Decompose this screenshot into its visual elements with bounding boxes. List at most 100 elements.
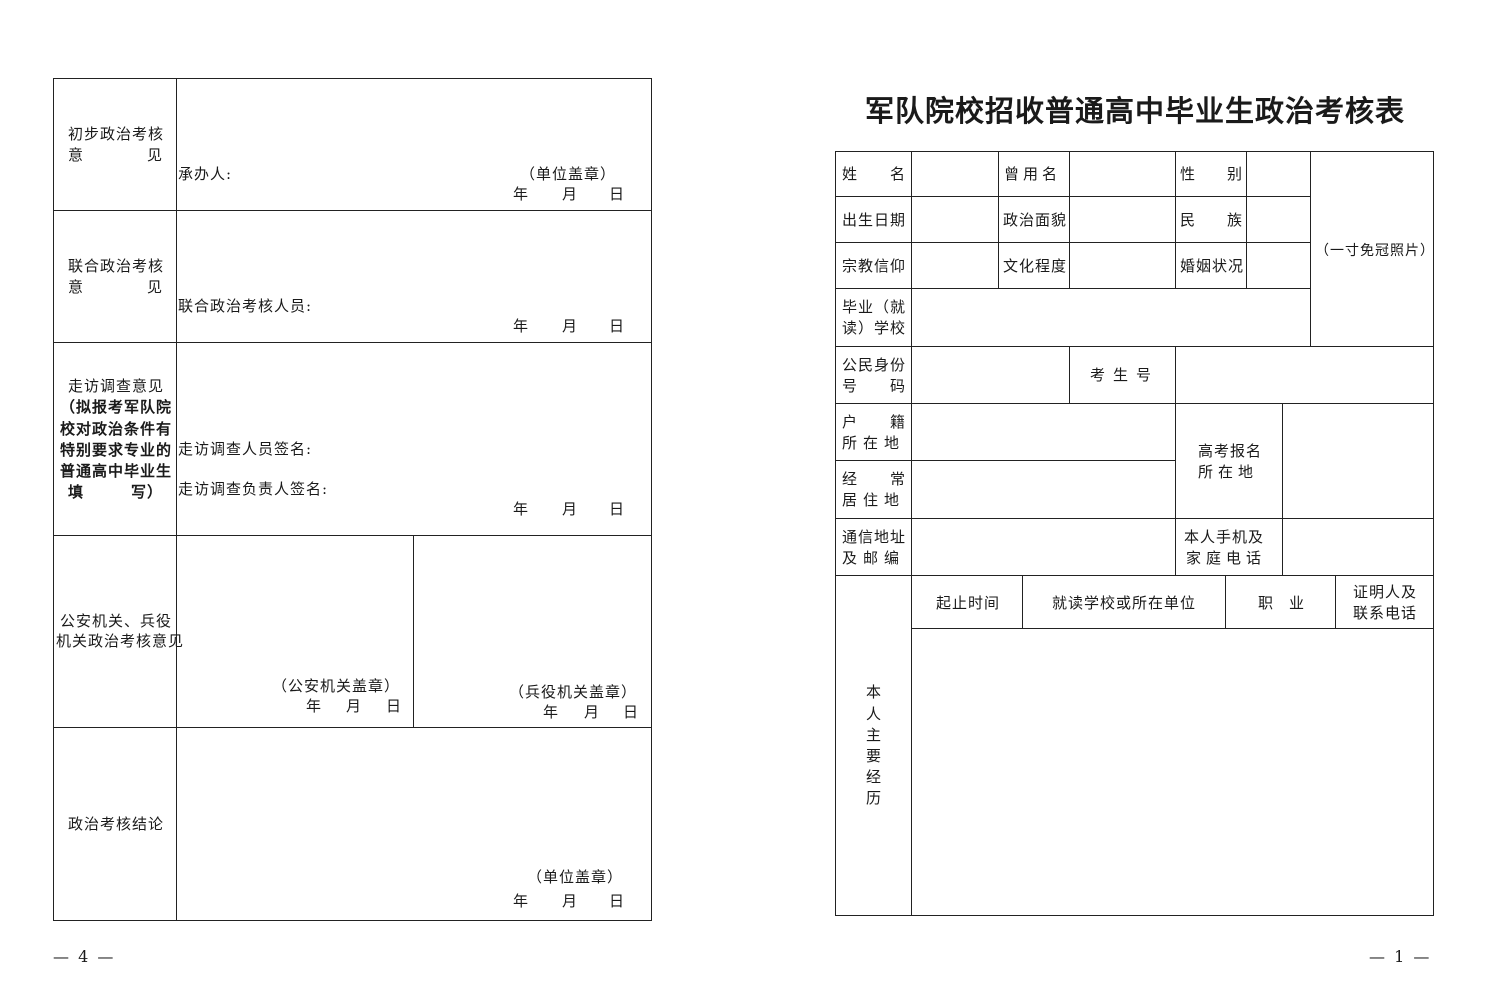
household-label-ji: 籍 xyxy=(890,413,907,431)
form-title: 军队院校招收普通高中毕业生政治考核表 xyxy=(864,94,1405,128)
id-number-label-ma: 码 xyxy=(890,377,907,395)
address-label: 通信地址 xyxy=(842,528,907,546)
grid-line xyxy=(835,196,1311,197)
initial-review-label-jian: 见 xyxy=(147,146,164,164)
history-side-label: 要 xyxy=(866,747,883,765)
grid-line xyxy=(998,151,999,288)
visit-leader-label: 走访调查负责人签名: xyxy=(178,480,329,498)
police-military-divider xyxy=(413,535,414,727)
exam-location-label: 高考报名 xyxy=(1198,442,1263,460)
name-label-ming: 名 xyxy=(890,165,907,183)
history-side-label: 人 xyxy=(866,705,883,723)
date-year: 年 xyxy=(513,317,530,335)
phone-label: 本人手机及 xyxy=(1184,528,1265,546)
visit-note-line: （拟报考军队院 xyxy=(60,398,173,416)
grid-line xyxy=(1175,346,1176,403)
household-label-2: 所在地 xyxy=(842,434,906,452)
history-col-period: 起止时间 xyxy=(936,594,1001,612)
history-side-label: 本 xyxy=(866,683,883,701)
ethnicity-label-min: 民 xyxy=(1180,211,1197,229)
unit-seal-label: （单位盖章） xyxy=(520,165,617,183)
joint-staff-label: 联合政治考核人员: xyxy=(178,297,313,315)
row-divider xyxy=(53,727,652,728)
page-number: — 1 — xyxy=(1369,947,1432,966)
date-month: 月 xyxy=(346,697,363,715)
school-label-2: 读）学校 xyxy=(842,319,907,337)
grid-line xyxy=(1310,151,1311,346)
history-col-occupation-ye: 业 xyxy=(1289,594,1306,612)
page-number: — 4 — xyxy=(53,947,116,966)
history-col-occupation-zhi: 职 xyxy=(1258,594,1275,612)
date-year: 年 xyxy=(513,185,530,203)
grid-line xyxy=(1335,575,1336,628)
police-military-label: 公安机关、兵役 xyxy=(60,612,173,630)
date-month: 月 xyxy=(562,185,579,203)
name-label-xing: 姓 xyxy=(842,165,859,183)
ethnicity-label-zu: 族 xyxy=(1227,211,1244,229)
grid-line xyxy=(1175,403,1176,575)
grid-line xyxy=(1069,346,1070,403)
joint-review-label: 联合政治考核 xyxy=(68,257,165,275)
row-divider xyxy=(53,535,652,536)
birth-date-label: 出生日期 xyxy=(842,211,907,229)
grid-line xyxy=(911,628,1434,629)
joint-review-label-jian: 见 xyxy=(147,278,164,296)
date-month: 月 xyxy=(584,703,601,721)
date-month: 月 xyxy=(562,317,579,335)
date-day: 日 xyxy=(623,703,640,721)
right-form-border xyxy=(835,151,1434,916)
marital-status-label: 婚姻状况 xyxy=(1180,257,1245,275)
history-col-witness: 证明人及 xyxy=(1353,583,1418,601)
grid-line xyxy=(1069,151,1070,288)
history-col-school: 就读学校或所在单位 xyxy=(1052,594,1197,612)
school-label: 毕业（就 xyxy=(842,298,907,316)
grid-line xyxy=(835,518,1434,519)
gender-label-xing: 性 xyxy=(1180,165,1197,183)
grid-line xyxy=(835,288,1311,289)
exam-location-label-2: 所在地 xyxy=(1198,463,1259,481)
history-side-label: 主 xyxy=(866,726,883,744)
date-month: 月 xyxy=(562,892,579,910)
row-divider xyxy=(53,342,652,343)
photo-label: （一寸免冠照片） xyxy=(1315,243,1435,259)
history-side-label: 历 xyxy=(866,789,883,807)
unit-seal-label: （单位盖章） xyxy=(527,868,624,886)
visit-note-fill: 填 xyxy=(68,483,85,501)
education-label: 文化程度 xyxy=(1003,257,1068,275)
address-label-2: 及邮编 xyxy=(842,549,906,567)
visit-signer-label: 走访调查人员签名: xyxy=(178,440,313,458)
grid-line xyxy=(835,460,1175,461)
military-seal-label: （兵役机关盖章） xyxy=(509,683,638,701)
joint-review-label-yi: 意 xyxy=(68,278,85,296)
date-day: 日 xyxy=(386,697,403,715)
left-label-divider xyxy=(176,78,177,921)
alias-label: 曾用名 xyxy=(1004,165,1062,183)
visit-note-write: 写） xyxy=(131,483,164,501)
grid-line xyxy=(1246,151,1247,288)
left-form-border xyxy=(53,78,652,921)
religion-label: 宗教信仰 xyxy=(842,257,907,275)
date-year: 年 xyxy=(513,892,530,910)
visit-note-line: 普通高中毕业生 xyxy=(60,462,173,480)
date-day: 日 xyxy=(609,185,626,203)
grid-line xyxy=(835,403,1434,404)
grid-line xyxy=(1225,575,1226,628)
grid-line xyxy=(1022,575,1023,628)
phone-label-2: 家庭电话 xyxy=(1186,549,1267,567)
residence-label-2: 居住地 xyxy=(842,491,906,509)
grid-line xyxy=(1175,151,1176,288)
police-seal-label: （公安机关盖章） xyxy=(272,677,401,695)
date-day: 日 xyxy=(609,500,626,518)
date-month: 月 xyxy=(562,500,579,518)
row-divider xyxy=(53,210,652,211)
id-number-label-hao: 号 xyxy=(842,377,859,395)
date-year: 年 xyxy=(543,703,560,721)
grid-line xyxy=(1282,403,1283,575)
grid-line xyxy=(835,242,1311,243)
conclusion-label: 政治考核结论 xyxy=(68,815,165,833)
political-status-label: 政治面貌 xyxy=(1003,211,1068,229)
household-label-hu: 户 xyxy=(842,413,859,431)
date-year: 年 xyxy=(513,500,530,518)
date-year: 年 xyxy=(306,697,323,715)
grid-line xyxy=(911,151,912,916)
